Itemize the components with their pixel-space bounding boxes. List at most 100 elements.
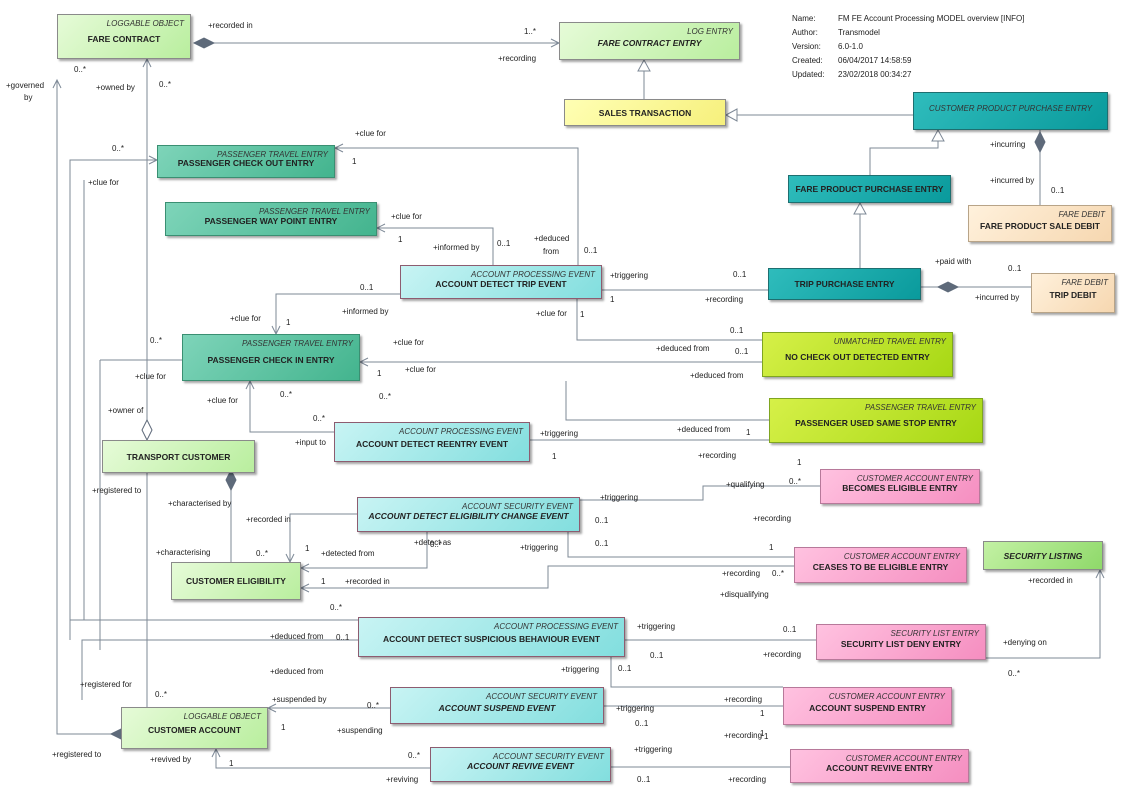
class-stereotype: PASSENGER TRAVEL ENTRY <box>865 403 976 412</box>
class-stereotype: ACCOUNT SECURITY EVENT <box>486 692 597 701</box>
metadata-key: Created: <box>792 56 823 65</box>
role-label: +detected from <box>321 549 375 558</box>
role-label: +qualifying <box>726 480 765 489</box>
role-label: +clue for <box>230 314 261 323</box>
class-stereotype: CUSTOMER PRODUCT PURCHASE ENTRY <box>928 104 1093 113</box>
association-line <box>215 749 430 769</box>
association-line <box>565 381 769 421</box>
class-sales-transaction[interactable]: SALES TRANSACTION <box>564 99 726 126</box>
metadata-key: Updated: <box>792 70 825 79</box>
class-name: FARE CONTRACT ENTRY <box>597 38 702 49</box>
multiplicity-label: 0..* <box>280 390 293 399</box>
role-label: +denying on <box>1003 638 1047 647</box>
multiplicity-label: 0..* <box>150 336 163 345</box>
class-name: ACCOUNT DETECT TRIP EVENT <box>435 278 567 289</box>
multiplicity-label: 1 <box>305 544 310 553</box>
multiplicity-label: 0..1 <box>650 651 664 660</box>
role-label: +clue for <box>391 212 422 221</box>
class-name: CUSTOMER ELIGIBILITY <box>186 576 286 586</box>
role-label: +registered to <box>92 486 142 495</box>
class-name: FARE CONTRACT <box>87 34 161 45</box>
role-label: +owned by <box>96 83 135 92</box>
metadata-key: Author: <box>792 28 818 37</box>
multiplicity-label: 0..* <box>313 414 326 423</box>
role-label: +recording <box>753 514 792 523</box>
class-name: PASSENGER USED SAME STOP ENTRY <box>795 418 957 429</box>
class-name: ACCOUNT SUSPEND EVENT <box>438 702 556 713</box>
role-label: +reviving <box>386 775 419 784</box>
multiplicity-label: 0..1 <box>735 347 749 356</box>
class-name: FARE PRODUCT PURCHASE ENTRY <box>795 184 944 194</box>
class-stereotype: PASSENGER TRAVEL ENTRY <box>259 207 370 216</box>
role-label: +triggering <box>520 543 559 552</box>
class-security-listing[interactable]: SECURITY LISTING <box>983 541 1103 570</box>
association-line <box>580 485 820 501</box>
class-passenger-used-same-stop-entry[interactable]: PASSENGER TRAVEL ENTRY PASSENGER USED SAM… <box>769 398 983 443</box>
navigation-arrow-icon <box>142 57 152 68</box>
multiplicity-label: 0..1 <box>584 246 598 255</box>
generalization-triangle-icon <box>637 58 651 72</box>
class-customer-eligibility[interactable]: CUSTOMER ELIGIBILITY <box>171 562 301 600</box>
class-stereotype: CUSTOMER ACCOUNT ENTRY <box>856 474 973 483</box>
multiplicity-label: 0..* <box>112 144 125 153</box>
class-trip-purchase-entry[interactable]: TRIP PURCHASE ENTRY <box>768 268 921 300</box>
multiplicity-label: 0..* <box>155 690 168 699</box>
role-label: +deduced <box>534 234 570 243</box>
class-fare-product-purchase-entry[interactable]: FARE PRODUCT PURCHASE ENTRY <box>788 175 951 203</box>
role-label: +triggering <box>610 271 649 280</box>
multiplicity-label: 0..* <box>330 603 343 612</box>
role-label: +recording <box>724 695 763 704</box>
role-label: +deduced from <box>270 667 324 676</box>
class-transport-customer[interactable]: TRANSPORT CUSTOMER <box>102 440 255 473</box>
class-name: ACCOUNT DETECT ELIGIBILITY CHANGE EVENT <box>368 511 569 522</box>
association-line <box>567 532 794 558</box>
class-name: TRIP DEBIT <box>1049 290 1097 301</box>
navigation-arrow-icon <box>1095 568 1105 579</box>
multiplicity-label: 0..1 <box>733 270 747 279</box>
multiplicity-label: 1 <box>286 318 291 327</box>
role-label: +clue for <box>88 178 119 187</box>
class-name: FARE PRODUCT SALE DEBIT <box>980 220 1100 231</box>
role-label: +characterising <box>156 548 211 557</box>
role-label: +suspended by <box>272 695 327 704</box>
class-name: CEASES TO BE ELIGIBLE ENTRY <box>812 562 949 573</box>
role-label: +triggering <box>637 622 676 631</box>
class-name: TRANSPORT CUSTOMER <box>126 451 231 462</box>
multiplicity-label: 1 <box>760 729 765 738</box>
role-label: +paid with <box>935 257 972 266</box>
role-label: +deduced from <box>656 344 710 353</box>
metadata-row: Name:FM FE Account Processing MODEL over… <box>792 12 1024 26</box>
class-customer-product-purchase-entry[interactable]: CUSTOMER PRODUCT PURCHASE ENTRY <box>913 92 1108 130</box>
multiplicity-label: 0..1 <box>595 539 609 548</box>
role-label: +disqualifying <box>720 590 769 599</box>
navigation-arrow-icon <box>299 583 310 593</box>
role-label: +clue for <box>393 338 424 347</box>
multiplicity-label: 0..* <box>159 80 172 89</box>
class-stereotype: ACCOUNT PROCESSING EVENT <box>493 622 618 631</box>
role-label: +recording <box>763 650 802 659</box>
composition-diamond-icon <box>1034 130 1046 154</box>
association-line <box>275 293 400 334</box>
class-stereotype: ACCOUNT SECURITY EVENT <box>462 502 573 511</box>
role-label: +input to <box>295 438 326 447</box>
